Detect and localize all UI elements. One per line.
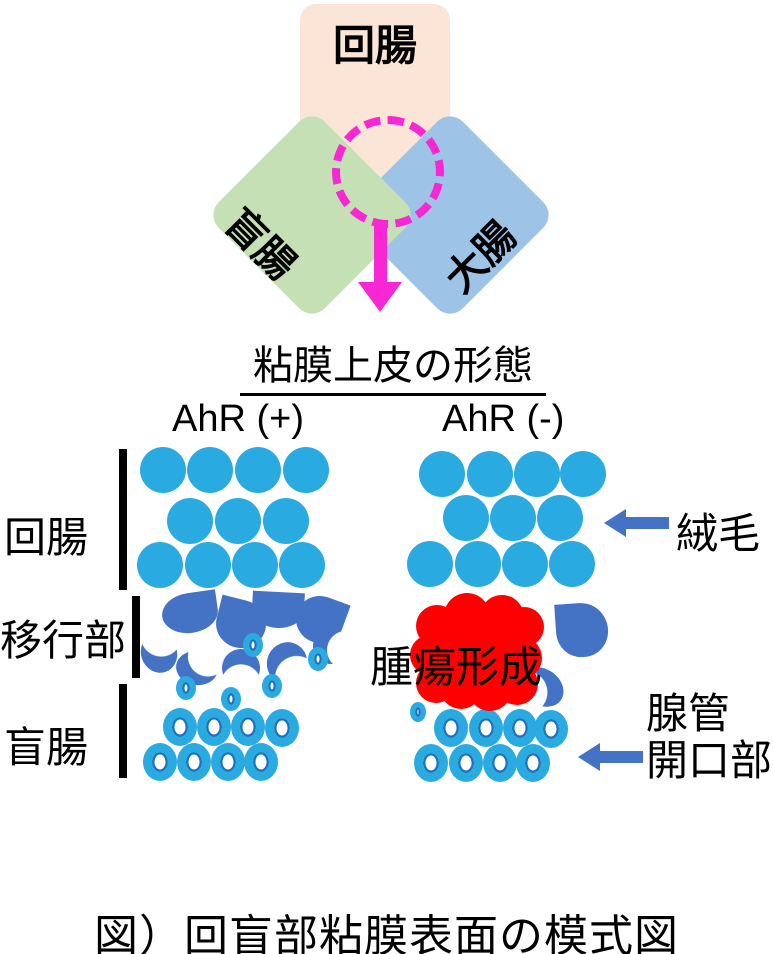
gland-opening-ring [516, 744, 550, 782]
gland-opening-ring [221, 687, 241, 711]
gland-opening-ring [483, 744, 517, 782]
gland-opening-ring [176, 676, 196, 700]
figure-caption: 図）回盲部粘膜表面の模式図 [94, 912, 679, 954]
villus-circle [187, 447, 233, 493]
column-header-ahr-positive: AhR (+) [172, 398, 304, 440]
villus-circle [549, 541, 595, 587]
villi-arrow-shaft [625, 517, 669, 529]
gland-annotation-line2: 開口部 [646, 737, 773, 784]
ileum-region-bar [119, 449, 127, 590]
gland-arrow-shaft [599, 751, 643, 763]
gland-opening-ring [244, 743, 278, 781]
row-label-ileum: 回腸 [4, 514, 89, 561]
gland-opening-ring [434, 709, 468, 747]
gland-opening-ring [197, 708, 231, 746]
gland-opening-ring [177, 743, 211, 781]
cecum-region-bar [119, 684, 127, 778]
villus-circle [279, 542, 325, 588]
gland-opening-ring [262, 674, 282, 698]
villus-circle [455, 541, 501, 587]
mucosa-blob [554, 601, 610, 659]
column-header-ahr-negative: AhR (-) [442, 398, 565, 440]
villus-circle [502, 541, 548, 587]
villus-circle [490, 495, 536, 541]
transition-region-bar [132, 596, 140, 678]
villus-circle [537, 495, 583, 541]
gland-opening-ring [308, 647, 328, 671]
villus-circle [215, 498, 261, 544]
gland-opening-ring [243, 633, 263, 657]
gland-opening-ring [231, 708, 265, 746]
villus-circle [185, 542, 231, 588]
villus-circle [235, 447, 281, 493]
gland-opening-ring [163, 708, 197, 746]
gland-annotation: 腺管 開口部 [646, 690, 772, 784]
gland-annotation-line1: 腺管 [646, 690, 731, 737]
gland-opening-ring [143, 743, 177, 781]
gland-opening-ring [503, 709, 537, 747]
gland-arrow-icon [578, 743, 600, 771]
row-label-transition: 移行部 [0, 617, 127, 664]
gland-opening-ring [534, 710, 568, 748]
mucosa-blob [159, 589, 221, 637]
section-title: 粘膜上皮の形態 [240, 333, 546, 396]
villus-circle [407, 541, 453, 587]
villus-circle [514, 451, 560, 497]
gland-opening-ring [449, 744, 483, 782]
gland-opening-ring [211, 743, 245, 781]
down-arrow-icon [358, 282, 402, 312]
junction-highlight-circle [332, 116, 444, 228]
villus-circle [232, 542, 278, 588]
villi-arrow-icon [604, 509, 626, 537]
villi-annotation: 絨毛 [676, 510, 761, 557]
colon-shape-label: 大腸 [437, 213, 525, 302]
tumor-cloud [410, 593, 544, 711]
gland-opening-ring [265, 709, 299, 747]
villus-circle [167, 498, 213, 544]
villus-circle [443, 495, 489, 541]
down-arrow-shaft [374, 226, 387, 284]
row-label-cecum: 盲腸 [4, 724, 89, 771]
gland-opening-ring [410, 702, 426, 722]
villus-circle [467, 451, 513, 497]
villus-circle [140, 447, 186, 493]
villus-circle [283, 447, 329, 493]
gland-opening-ring [414, 744, 448, 782]
villus-circle [419, 451, 465, 497]
cecum-shape-label: 盲腸 [215, 200, 304, 289]
villus-circle [560, 451, 606, 497]
tumor-core [424, 607, 526, 693]
villus-circle [137, 542, 183, 588]
villus-circle [263, 498, 309, 544]
tumor-label: 腫瘍形成 [370, 644, 542, 692]
gland-opening-ring [469, 709, 503, 747]
ileum-shape-label: 回腸 [332, 22, 417, 69]
